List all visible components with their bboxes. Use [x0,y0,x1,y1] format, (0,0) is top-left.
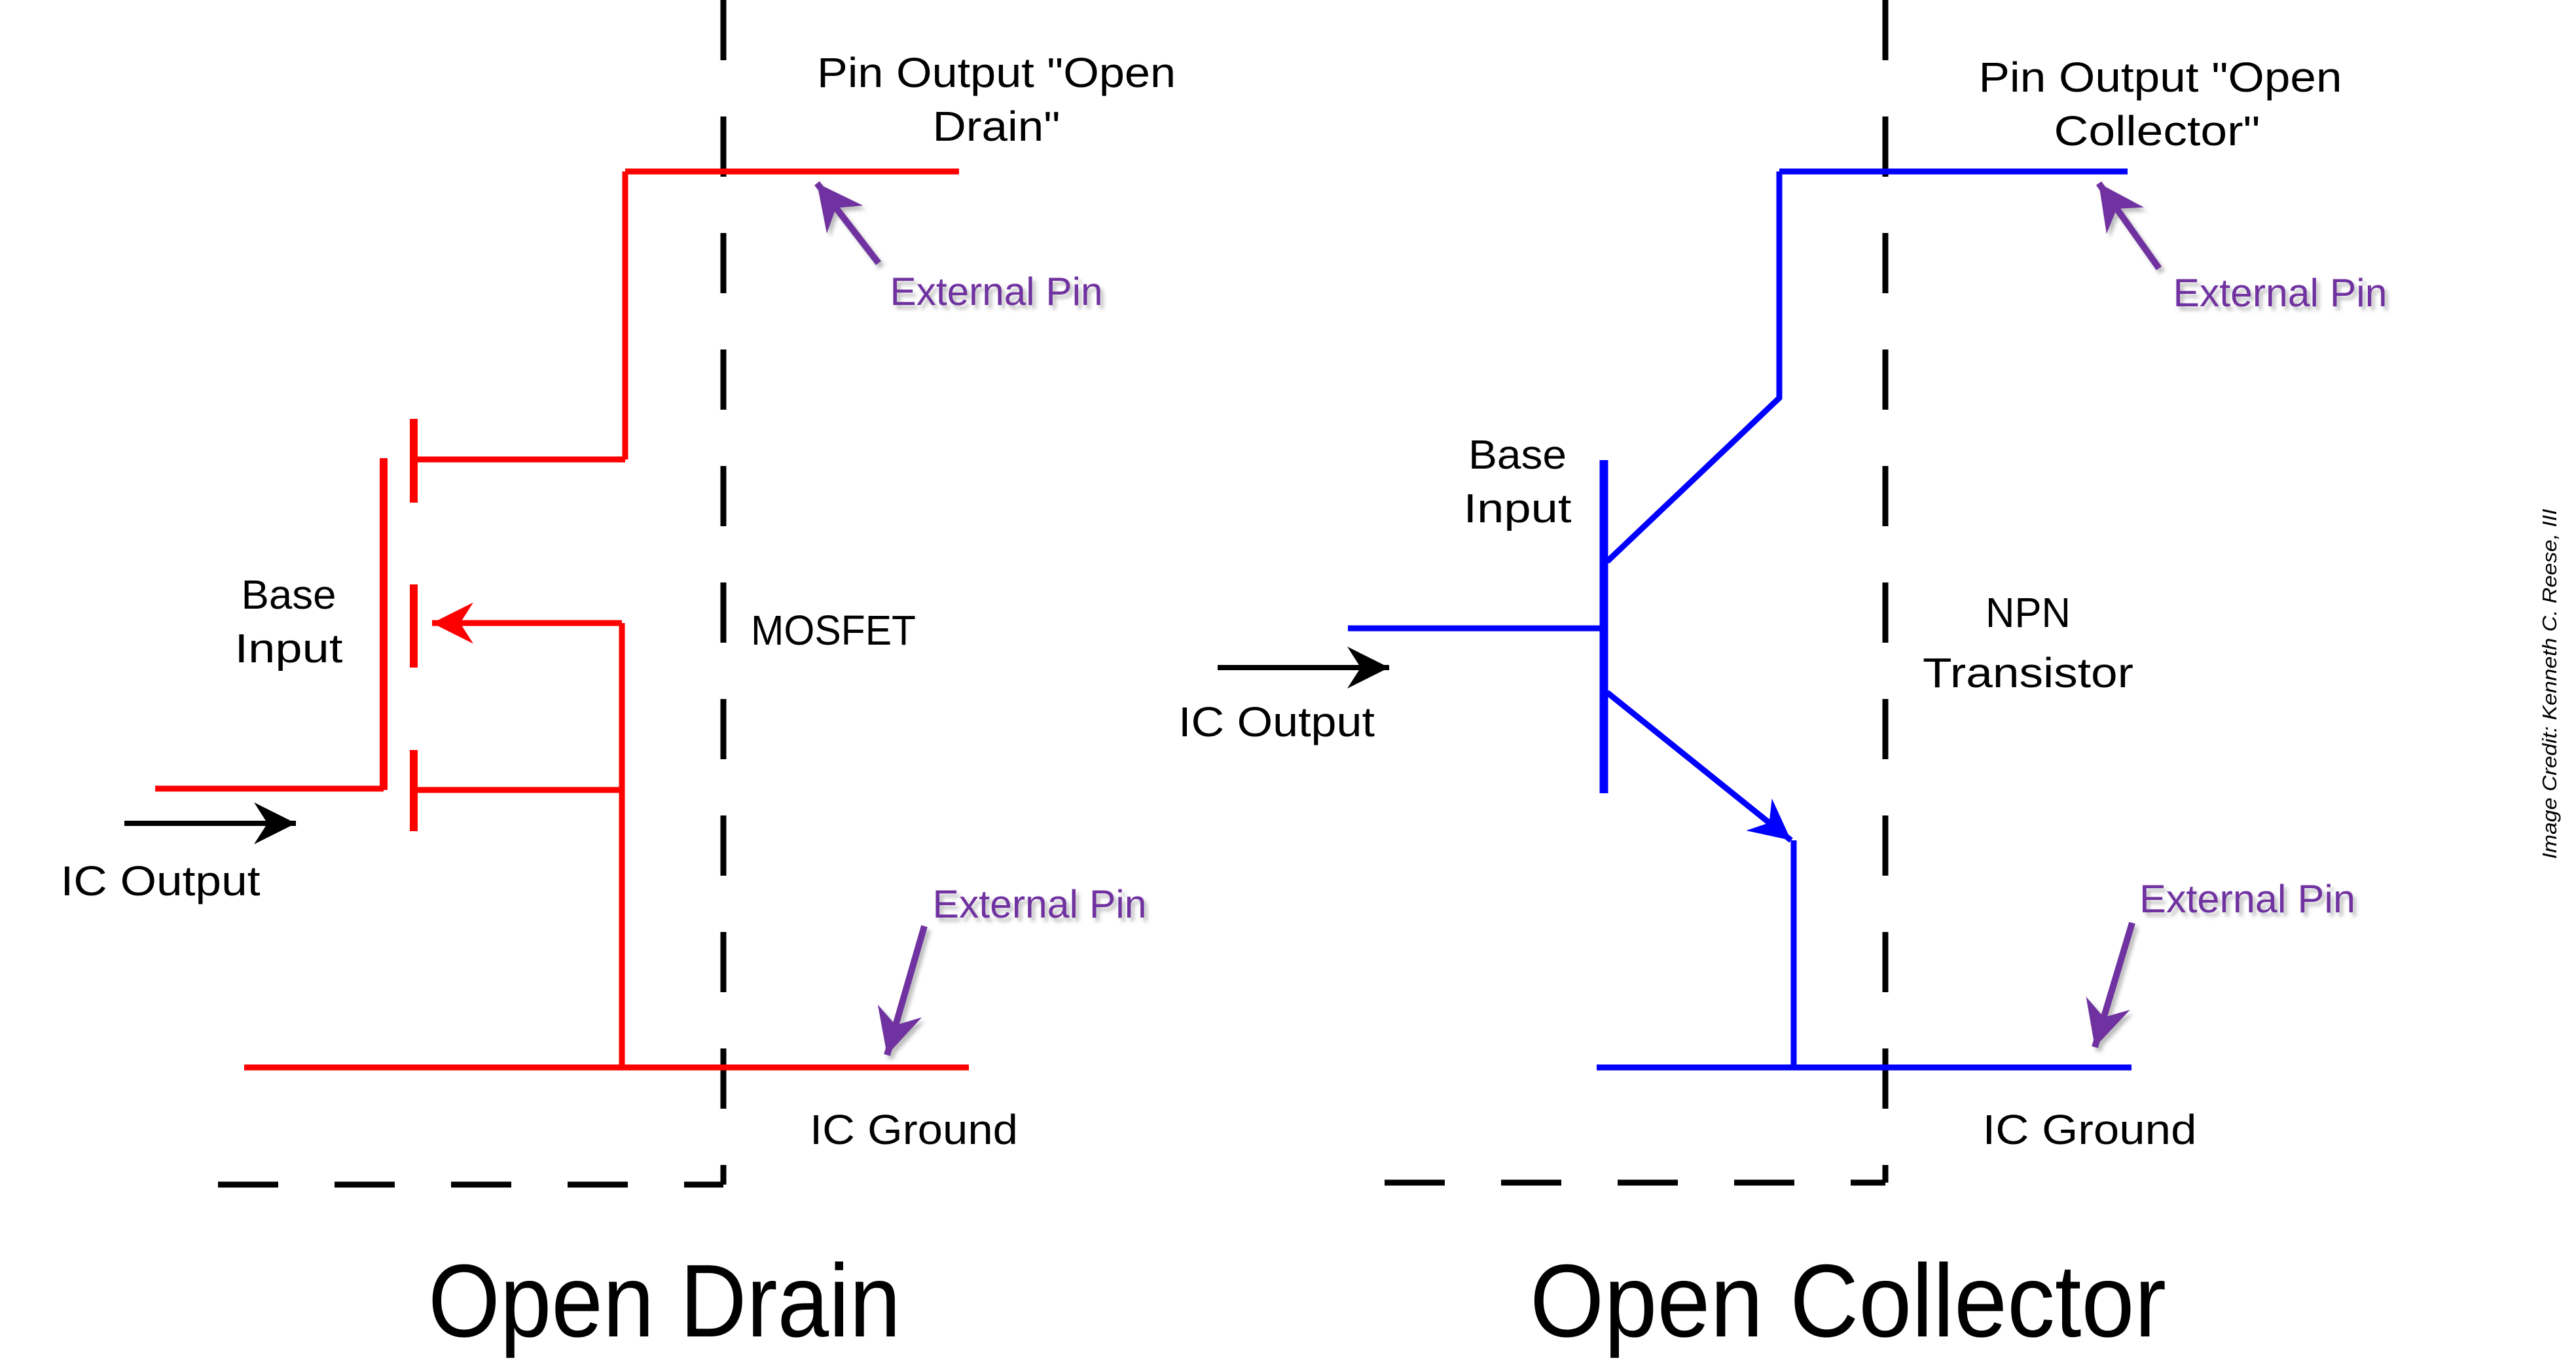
ic-ground-label-left: IC Ground [810,1106,1018,1153]
ic-ground-label-right: IC Ground [1983,1106,2197,1153]
external-pin-arrow-top-left [814,181,881,266]
pin-output-open-collector-label-line2: Collector" [2054,107,2260,154]
external-pin-arrows [814,181,2162,1056]
external-pin-label-bottom-right: External Pin [2139,877,2355,921]
npn-transistor-label-line2: Transistor [1923,649,2133,696]
collector-lead [1605,171,1783,564]
base-input-label-left-line2: Input [235,626,343,671]
pin-output-open-drain-label-line2: Drain" [933,103,1061,150]
ic-boundary-left [218,0,727,1188]
external-pin-label-bottom-left: External Pin [933,882,1147,926]
emitter-arrow [1605,690,1793,843]
ic-output-label-left: IC Output [61,857,261,904]
ic-boundary-right [1385,0,1889,1186]
mosfet-label: MOSFET [751,607,916,654]
base-input-label-right-line1: Base [1468,433,1567,478]
mosfet-circuit [155,168,969,1071]
external-pin-arrow-bottom-left [877,925,928,1056]
external-pin-arrow-bottom-right [2086,922,2135,1048]
base-input-label-left-line1: Base [242,573,336,618]
pin-output-open-collector-label-line1: Pin Output "Open [1979,54,2342,101]
open-collector-title: Open Collector [1530,1244,2166,1359]
external-pin-arrow-top-right [2095,181,2162,270]
ic-output-label-right: IC Output [1178,698,1375,745]
pin-output-open-drain-label-line1: Pin Output "Open [817,49,1176,96]
npn-transistor-label-line1: NPN [1986,589,2071,636]
open-drain-title: Open Drain [428,1244,901,1359]
image-credit: Image Credit: Kenneth C. Reese, III [2538,509,2561,859]
base-input-label-right-line2: Input [1464,486,1572,531]
external-pin-label-top-right: External Pin [2173,271,2387,315]
npn-circuit [1348,168,2132,1071]
external-pin-label-top-left: External Pin [890,270,1103,313]
